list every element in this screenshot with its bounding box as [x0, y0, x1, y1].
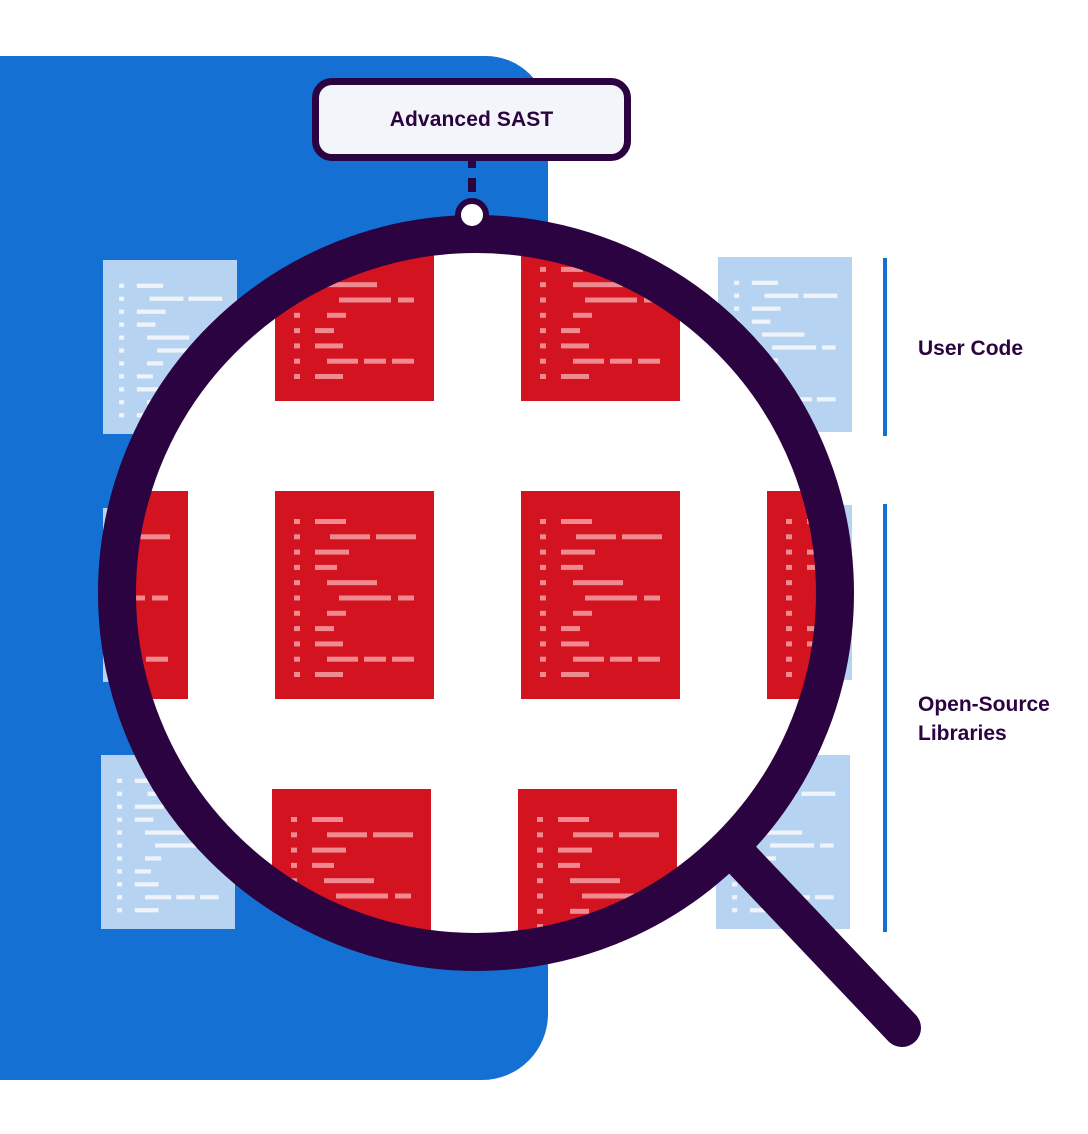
connector-line: [455, 160, 489, 232]
advanced-sast-text: Advanced SAST: [389, 107, 554, 131]
user-code-bracket: [883, 258, 887, 436]
magnifier-ring-icon: [98, 215, 854, 971]
advanced-sast-label: Advanced SAST: [312, 78, 631, 161]
vulnerable-code-file-doc: [521, 491, 680, 699]
magnifier-handle-icon: [714, 831, 921, 1047]
open-source-bracket: [883, 504, 887, 932]
lens-glass: [117, 234, 835, 952]
vulnerable-code-file-doc: [275, 491, 434, 699]
user-code-label: User Code: [918, 334, 1023, 363]
open-source-text-line2: Libraries: [918, 722, 1007, 745]
open-source-libraries-label: Open-Source Libraries: [918, 690, 1050, 748]
user-code-text: User Code: [918, 337, 1024, 360]
connector-node-icon: [455, 198, 489, 232]
open-source-text-line1: Open-Source: [918, 693, 1050, 716]
